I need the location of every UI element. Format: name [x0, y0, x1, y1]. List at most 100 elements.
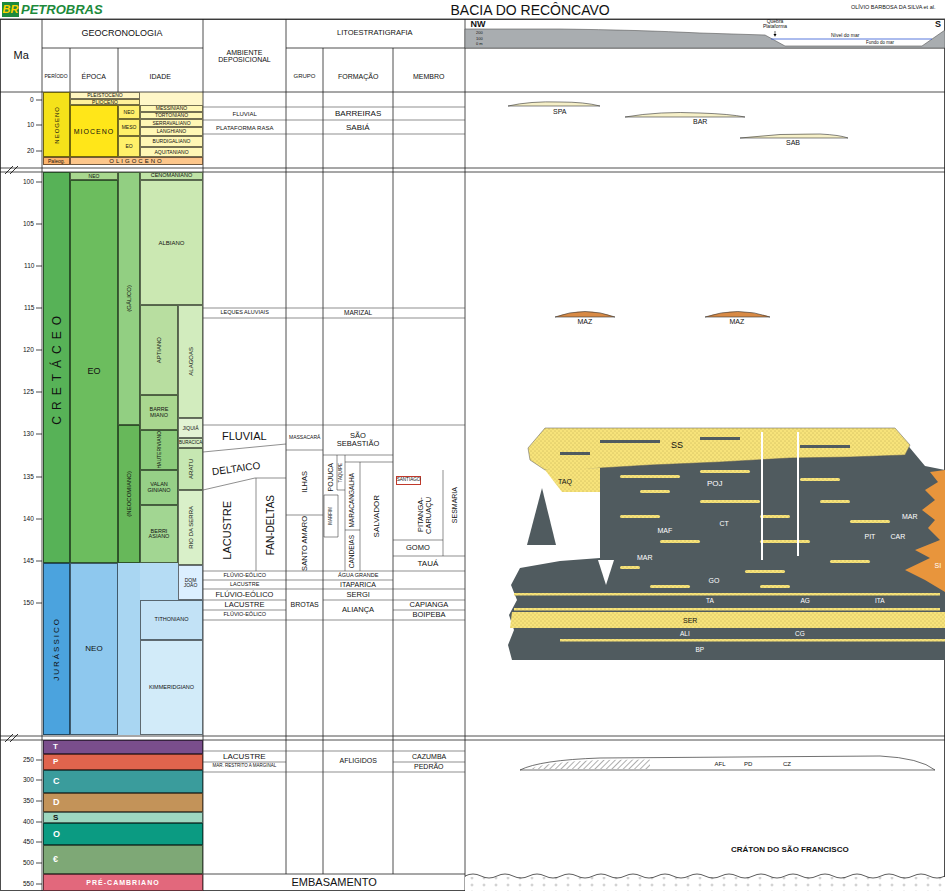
time-band: BURDIGALIANO [140, 136, 203, 147]
unit-name: TAQUIPE [339, 463, 344, 482]
time-band: MIOCENO [70, 105, 118, 157]
time-band: OLIGOCENO [70, 157, 203, 165]
time-band: APTIANO [140, 305, 178, 395]
table-grid [0, 736, 945, 737]
column-header: FORMAÇÃO [338, 73, 378, 80]
environment-label: MAR. RESTRITO A MARGINAL [213, 764, 277, 769]
time-band: DOM JOÃO [178, 565, 203, 600]
age-number: 125 [23, 389, 34, 396]
age-fill [140, 563, 178, 600]
band-label: MIOCENO [74, 128, 114, 135]
band-label: EO [87, 367, 100, 376]
geologic-section [514, 608, 940, 611]
environment-label: FLUVIAL [233, 111, 257, 117]
age-number: 115 [24, 305, 34, 312]
band-label: (GÁLICO) [126, 285, 132, 312]
geologic-section [762, 432, 798, 560]
time-band: ALBIANO [140, 180, 203, 305]
band-label: (NEOCOMIANO) [126, 471, 132, 517]
column-header: GRUPO [294, 73, 316, 79]
geologic-section [760, 540, 810, 543]
time-band: TORTONIANO [140, 112, 203, 119]
unit-name: BROTAS [291, 601, 319, 608]
age-number: 0 [30, 97, 34, 104]
neogene-lens [705, 312, 770, 318]
neogene-lens [625, 113, 745, 118]
section-label: BAR [693, 118, 707, 125]
table-grid [42, 48, 203, 49]
environment-label: FLUVIAL [222, 431, 267, 443]
age-fill [140, 92, 203, 105]
section-label: MAR [637, 554, 653, 561]
geologic-section [800, 478, 840, 481]
time-band: € [43, 845, 203, 874]
geologic-section [850, 520, 890, 523]
geologic-section [660, 540, 700, 543]
section-label: CAR [891, 533, 906, 540]
band-label: NEO [124, 110, 135, 115]
time-band: ARATU [178, 448, 203, 490]
band-label: P [53, 758, 58, 766]
unit-boundary [203, 107, 465, 772]
band-label: PLIOCENO [92, 100, 118, 105]
band-label: RIO DA SERRA [188, 506, 194, 549]
age-number: 10 [27, 122, 34, 129]
geologic-section [465, 877, 945, 891]
band-label: BARRE MIANO [147, 407, 171, 418]
environment-label: DELTAICO [211, 460, 261, 477]
unit-name: SABIÁ [346, 124, 370, 132]
unit-name: ILHAS [301, 471, 309, 493]
table-grid [286, 48, 465, 49]
column-header: AMBIENTE DEPOSICIONAL [206, 49, 284, 64]
band-label: D [53, 798, 60, 807]
geologic-section [560, 452, 590, 455]
column-header: GEOCRONOLOGIA [82, 29, 163, 38]
age-tick [36, 100, 42, 884]
time-band: BURACICA [178, 438, 203, 448]
section-label: CRÁTON DO SÃO FRANCISCO [731, 846, 849, 854]
environment-label: PLATAFORMA RASA [216, 125, 273, 131]
time-band: PLEISTOCENO [70, 92, 140, 99]
age-number: 450 [23, 839, 34, 846]
band-label: OLIGOCENO [109, 158, 163, 164]
time-band: BERRI ASIANO [140, 505, 178, 563]
section-label: SAB [786, 139, 800, 146]
section-label: MAZ [730, 318, 745, 325]
band-label: PLEISTOCENO [87, 93, 122, 98]
band-label: ARATU [188, 459, 194, 479]
environment-label: LEQUES ALUVIAIS [221, 310, 269, 316]
band-label: AQUITANIANO [154, 150, 188, 155]
time-band: NEO [70, 563, 118, 735]
band-label: CRETÁCEO [51, 310, 63, 425]
column-header: Ma [14, 50, 29, 62]
age-number: 130 [23, 431, 34, 438]
table-grid [118, 48, 119, 92]
time-band: CRETÁCEO [43, 172, 70, 563]
unit-name: MASSACARÁ [289, 435, 320, 440]
unit-name: ALIANÇA [342, 606, 374, 614]
age-tick [36, 100, 42, 884]
section-label: SER [683, 617, 697, 624]
time-band: C [43, 770, 203, 793]
profile-label: Nível do mar [831, 33, 859, 38]
time-band: MESO [118, 119, 140, 136]
environment-label: LACUSTRE [225, 601, 265, 609]
time-band: S [43, 812, 203, 823]
geologic-section [640, 490, 670, 493]
time-band: O [43, 823, 203, 845]
profile-label: NW [471, 20, 486, 29]
section-label: SS [671, 441, 683, 450]
topographic-profile [774, 34, 777, 37]
unit-name: CAZUMBA [412, 753, 446, 760]
geologic-section [560, 639, 945, 642]
neogene-lens [555, 312, 615, 318]
time-band: JIQUIÁ [178, 418, 203, 438]
topographic-profile [771, 39, 932, 40]
section-label: PIT [865, 533, 876, 540]
neogene-lens [508, 102, 600, 106]
table-grid [0, 19, 945, 891]
profile-label: 0 m [476, 42, 483, 46]
logo-square [2, 2, 19, 17]
unit-name: MARFIM [329, 507, 334, 525]
header-text: OLÍVIO BARBOSA DA SILVA et al. [851, 5, 935, 11]
